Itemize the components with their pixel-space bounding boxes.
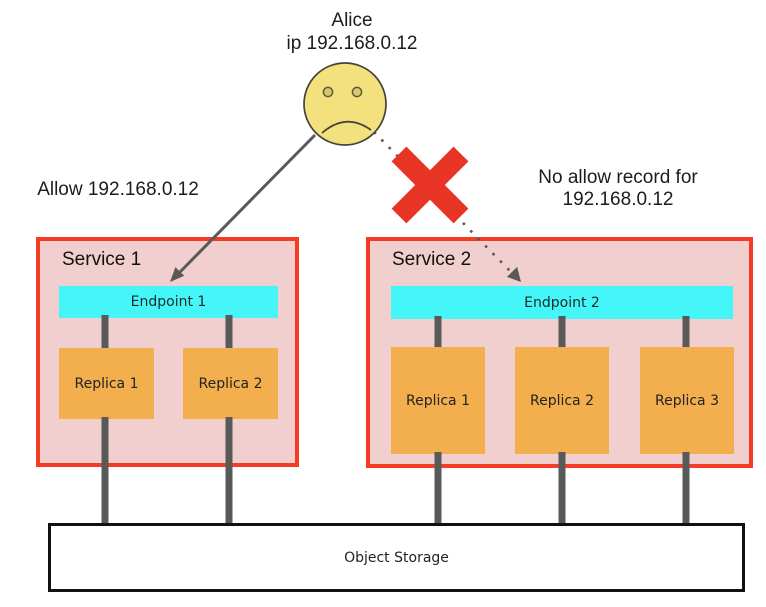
service-2-replica-2: Replica 2 (515, 347, 609, 454)
left-eye (322, 86, 334, 98)
service-2-replica-3: Replica 3 (640, 347, 734, 454)
deny-annotation: No allow record for 192.168.0.12 (518, 167, 718, 211)
right-eye (351, 86, 363, 98)
deny-annotation-line1: No allow record for (538, 167, 698, 188)
frown-mouth (321, 120, 372, 134)
user-name: Alice (331, 10, 373, 31)
service-2-replica-1: Replica 1 (391, 347, 485, 454)
user-label: Alice ip 192.168.0.12 (252, 9, 452, 55)
red-cross-icon (391, 146, 469, 224)
user-ip: ip 192.168.0.12 (286, 33, 418, 54)
object-storage-box: Object Storage (48, 523, 745, 592)
object-storage-label: Object Storage (344, 549, 449, 566)
service-2-endpoint: Endpoint 2 (391, 286, 733, 319)
service-1-replica-1: Replica 1 (59, 348, 154, 419)
service-1-replica-2: Replica 2 (183, 348, 278, 419)
service-2-label: Service 2 (392, 249, 472, 270)
service-1-label: Service 1 (62, 249, 142, 270)
service-1-box: Service 1 Endpoint 1 Replica 1 Replica 2 (36, 237, 299, 467)
allow-annotation: Allow 192.168.0.12 (37, 179, 199, 200)
sad-face-icon (303, 62, 387, 146)
service-1-endpoint: Endpoint 1 (59, 286, 278, 318)
service-2-box: Service 2 Endpoint 2 Replica 1 Replica 2… (366, 237, 753, 468)
deny-annotation-line2: 192.168.0.12 (562, 189, 674, 210)
